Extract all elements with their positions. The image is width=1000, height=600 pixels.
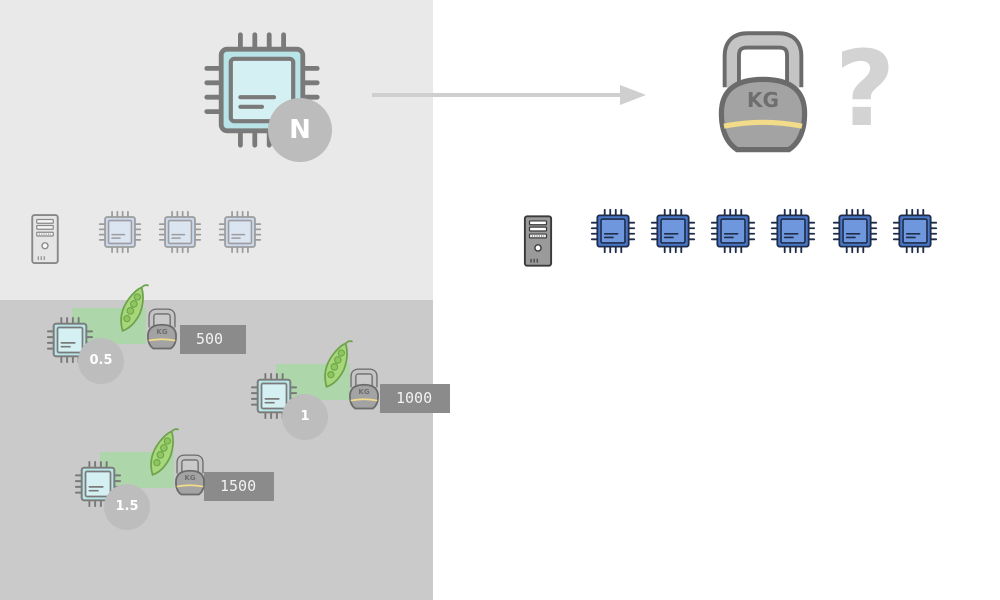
weight-value: 1000 — [380, 384, 450, 413]
kettlebell-icon: KG — [342, 368, 386, 412]
kettlebell-label: KG — [747, 88, 779, 112]
cpu-count-badge: N — [268, 98, 332, 162]
left-panel — [0, 0, 433, 300]
cpu-chip-icon — [158, 210, 202, 254]
cpu-chip-icon — [218, 210, 262, 254]
cpu-chip-icon — [892, 208, 938, 254]
cpu-chip-icon — [770, 208, 816, 254]
arrow-right-icon — [372, 85, 646, 105]
cpu-multiplier-badge: 1.5 — [104, 484, 150, 530]
cpu-multiplier-badge: 0.5 — [78, 338, 124, 384]
cpu-chip-icon — [98, 210, 142, 254]
cpu-chip-icon — [832, 208, 878, 254]
kettlebell-label: KG — [184, 474, 196, 482]
question-mark: ? — [834, 28, 896, 150]
server-tower-icon — [522, 214, 554, 268]
cpu-chip-icon — [590, 208, 636, 254]
kettlebell-icon: KG — [698, 30, 828, 160]
kettlebell-label: KG — [358, 388, 370, 396]
kettlebell-label: KG — [156, 328, 168, 336]
kettlebell-icon: KG — [168, 454, 212, 498]
cpu-chip-icon — [710, 208, 756, 254]
cpu-multiplier-badge: 1 — [282, 394, 328, 440]
weight-value: 500 — [180, 325, 246, 354]
kettlebell-icon: KG — [140, 308, 184, 352]
server-tower-icon — [30, 212, 60, 266]
weight-value: 1500 — [204, 472, 274, 501]
cpu-chip-icon — [650, 208, 696, 254]
